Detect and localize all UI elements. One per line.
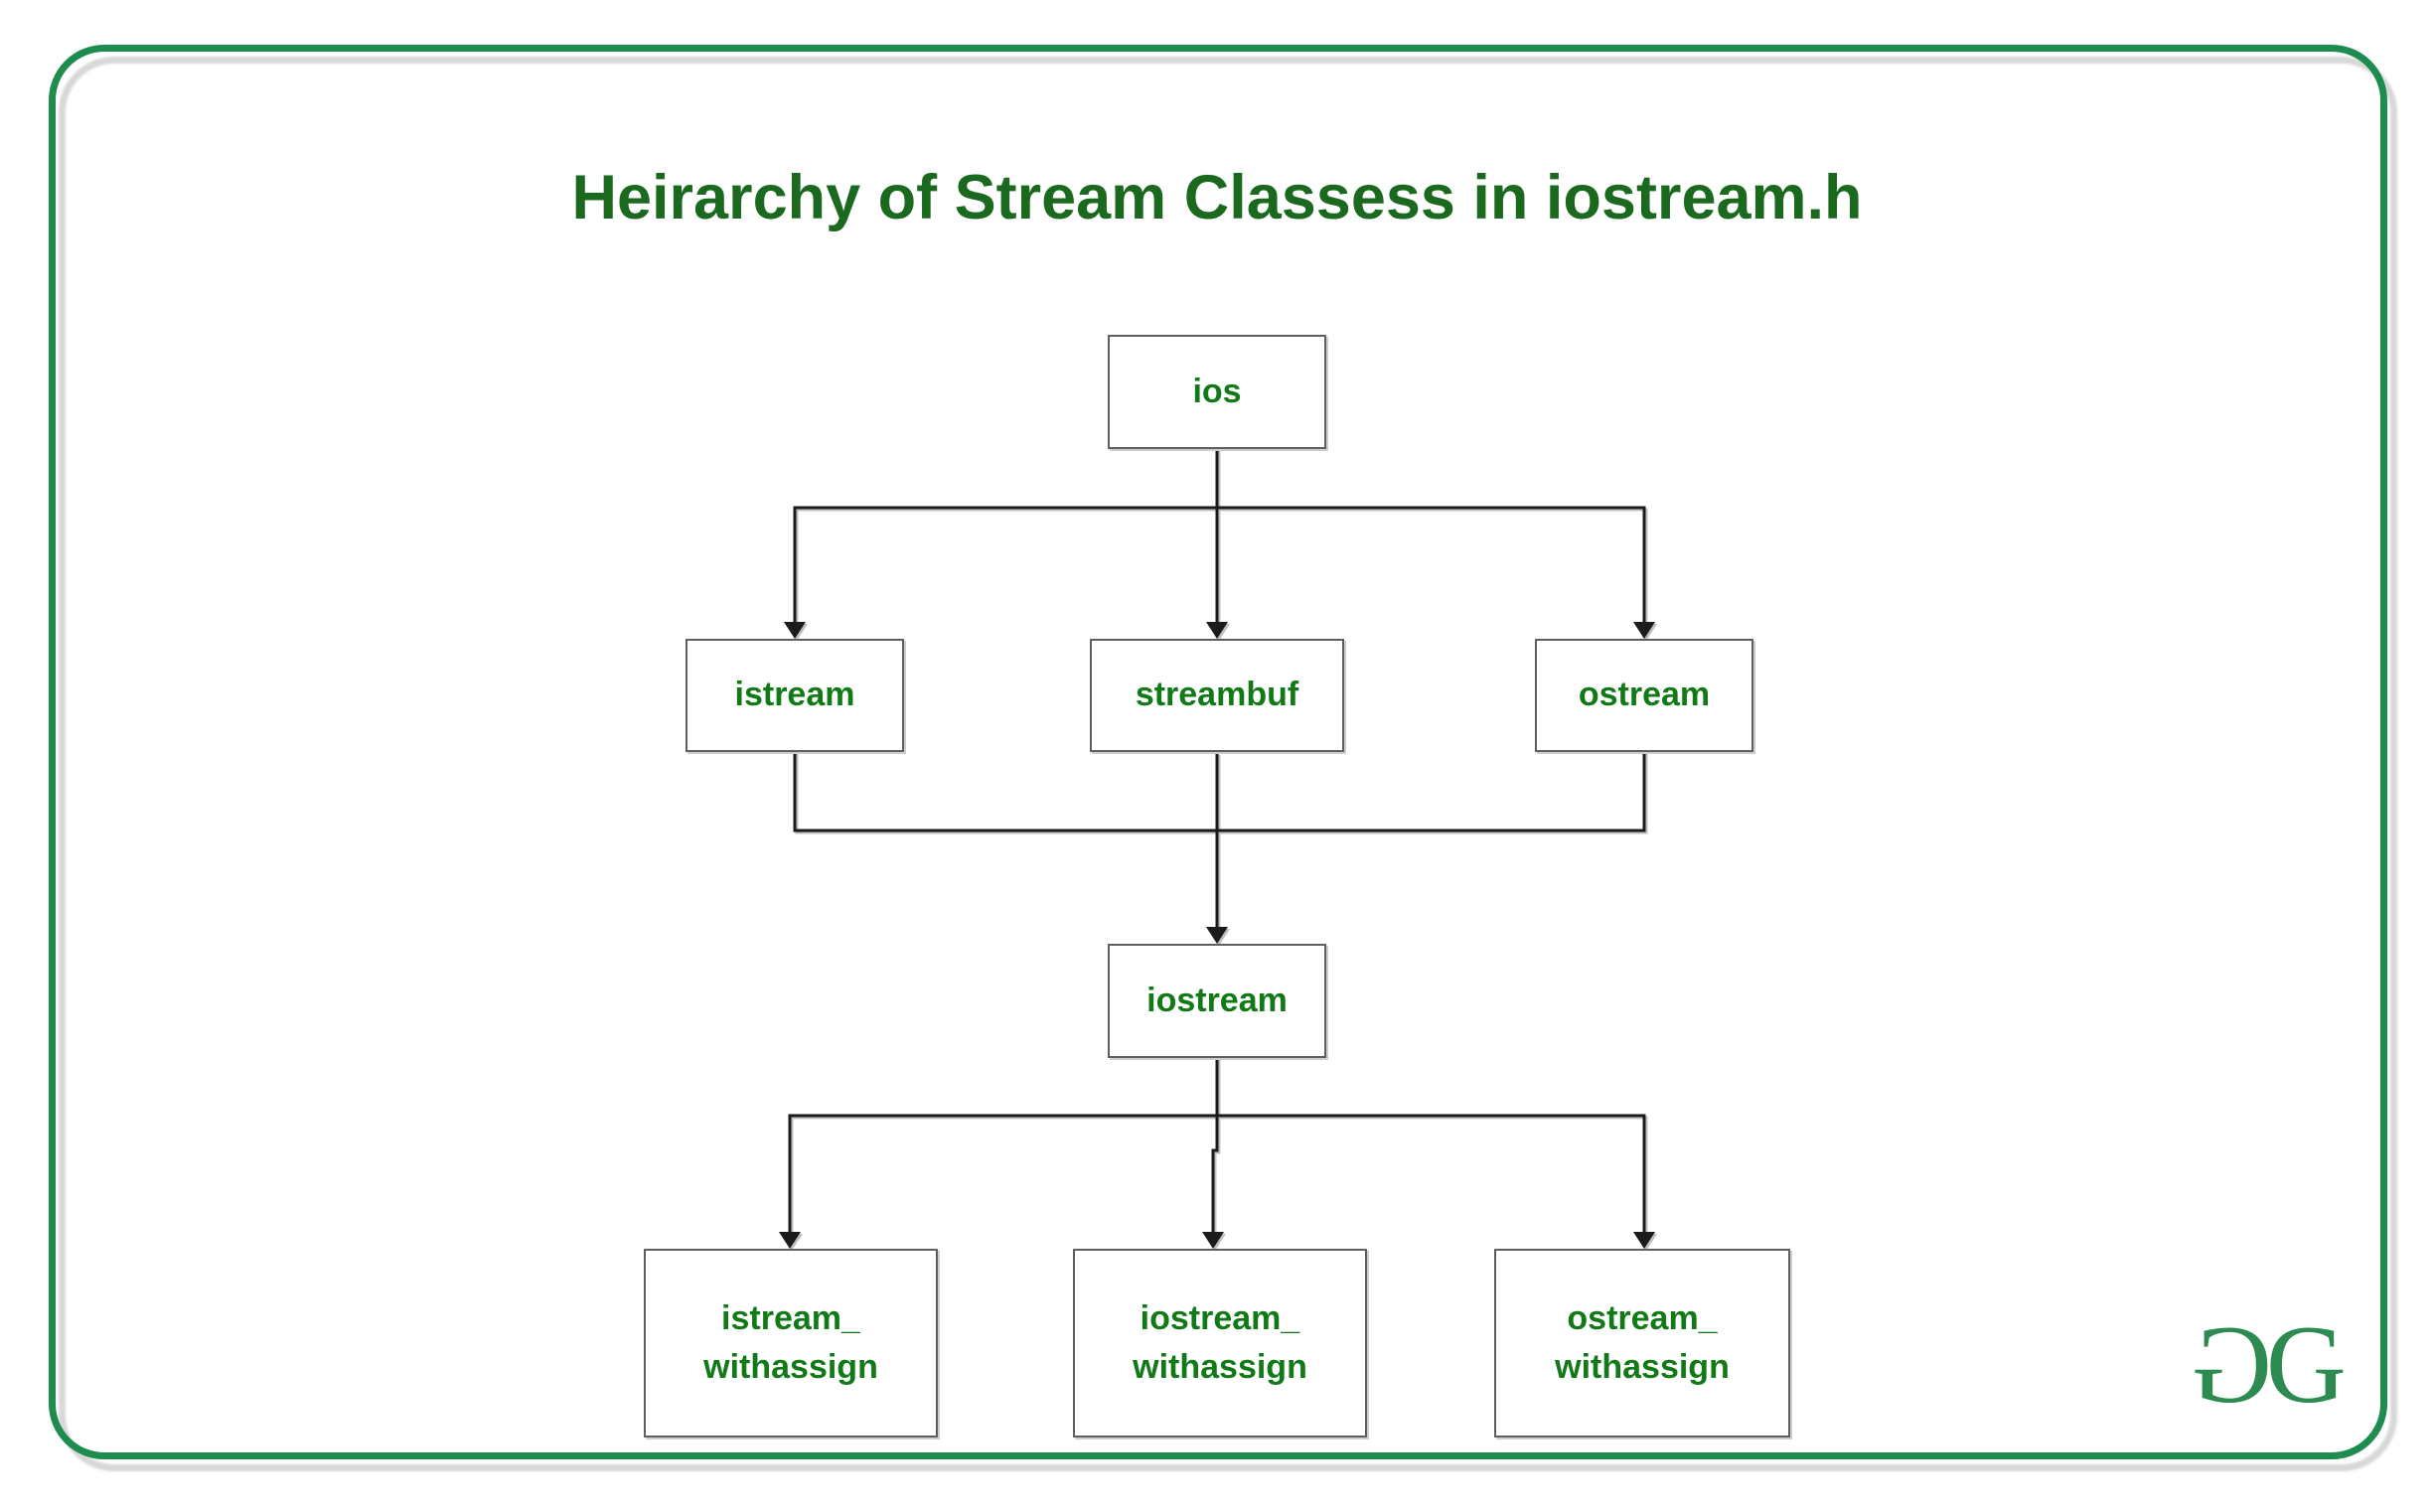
- arrowhead-istream: [784, 622, 806, 639]
- node-iostream-label: iostream: [1146, 981, 1288, 1019]
- arrowhead-ostream-wa: [1633, 1232, 1655, 1249]
- node-streambuf: streambuf: [1090, 639, 1344, 752]
- page-title: Heirarchy of Stream Classess in iostream…: [571, 163, 1863, 232]
- logo-letter-right: G: [2265, 1303, 2347, 1427]
- edge-tier2-merge: [793, 752, 1646, 832]
- arrowhead-iostream-wa: [1202, 1232, 1224, 1249]
- edge-iostream-to-iostreamwa: [1211, 1116, 1219, 1237]
- arrowhead-ostream: [1633, 622, 1655, 639]
- arrowhead-iostream: [1206, 927, 1228, 944]
- node-ostream: ostream: [1535, 639, 1753, 752]
- edge-tier1-branch: [793, 506, 1646, 627]
- geeksforgeeks-logo-icon: G G: [2192, 1303, 2347, 1427]
- node-iostream-withassign-label: iostream_ withassign: [1133, 1298, 1307, 1386]
- node-streambuf-label: streambuf: [1135, 676, 1299, 714]
- node-ostream-label: ostream: [1578, 676, 1711, 714]
- node-ios: ios: [1108, 335, 1326, 449]
- node-ios-label: ios: [1192, 372, 1242, 410]
- logo-letter-left: G: [2192, 1303, 2272, 1427]
- node-iostream-withassign: iostream_ withassign: [1073, 1249, 1367, 1437]
- node-iostream: iostream: [1108, 944, 1326, 1058]
- node-istream-withassign: istream_ withassign: [644, 1249, 938, 1437]
- node-istream-withassign-label: istream_ withassign: [703, 1298, 878, 1386]
- arrowhead-istream-wa: [779, 1232, 801, 1249]
- node-ostream-withassign-label: ostream_ withassign: [1555, 1298, 1730, 1386]
- node-ostream-withassign: ostream_ withassign: [1494, 1249, 1790, 1437]
- node-istream: istream: [685, 639, 904, 752]
- arrowhead-streambuf: [1206, 622, 1228, 639]
- node-istream-label: istream: [734, 676, 855, 714]
